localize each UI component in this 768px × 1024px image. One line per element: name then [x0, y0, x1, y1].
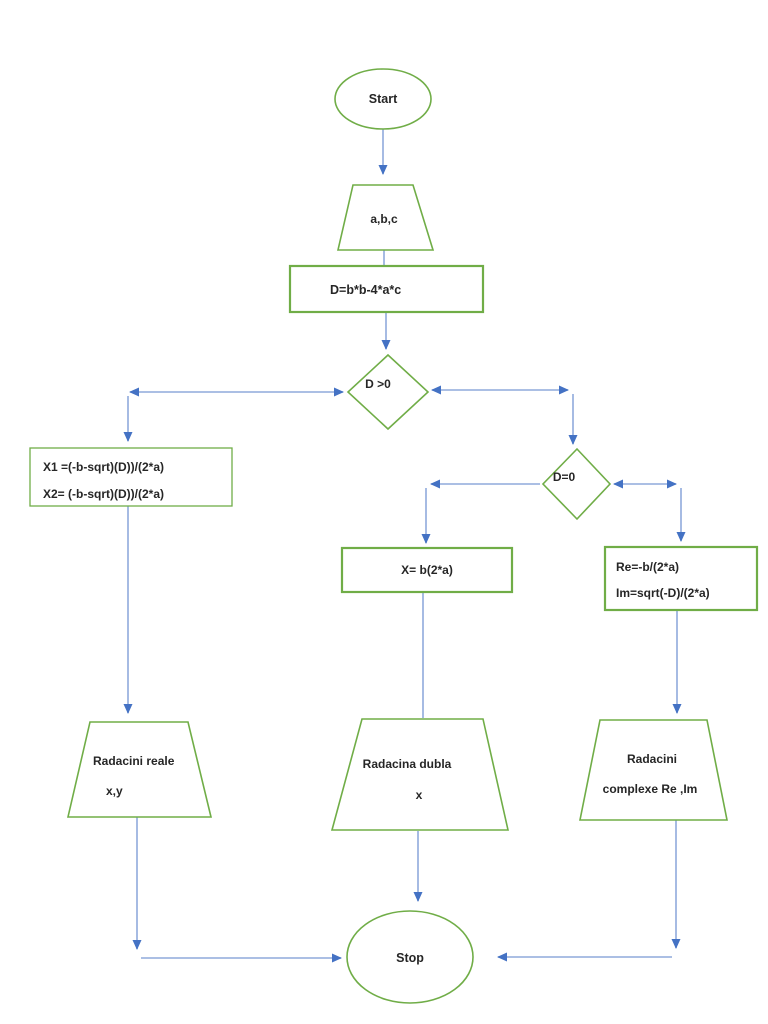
- nodes: Start a,b,c D=b*b-4*a*c D >0 X1 =(-b-sqr…: [29, 68, 759, 1004]
- out-double-line1: Radacina dubla: [363, 757, 452, 771]
- node-stop: Stop: [346, 910, 474, 1004]
- node-out-complex: Radacini complexe Re ,Im: [579, 719, 728, 821]
- out-complex-line1: Radacini: [627, 752, 677, 766]
- start-ellipse: [334, 68, 432, 130]
- stop-ellipse: [346, 910, 474, 1004]
- out-complex-trapezoid: [579, 719, 728, 821]
- re-im-line1: Re=-b/(2*a): [616, 560, 679, 574]
- x-double-rect: [340, 546, 514, 594]
- node-x1x2: X1 =(-b-sqrt)(D))/(2*a) X2= (-b-sqrt)(D)…: [29, 447, 233, 507]
- x-double-label: X= b(2*a): [401, 563, 453, 577]
- node-discriminant: D=b*b-4*a*c: [288, 264, 485, 314]
- decision-d-gt-0-label: D >0: [365, 377, 391, 391]
- node-decision-d-eq-0: D=0: [541, 447, 612, 521]
- out-real-trapezoid: [66, 721, 213, 818]
- node-re-im: Re=-b/(2*a) Im=sqrt(-D)/(2*a): [603, 545, 759, 612]
- out-double-trapezoid: [330, 718, 510, 831]
- x1x2-rect: [29, 447, 233, 507]
- x1x2-line1: X1 =(-b-sqrt)(D))/(2*a): [43, 460, 164, 474]
- node-decision-d-gt-0: D >0: [346, 353, 430, 431]
- decision-d-eq-0-diamond: [541, 447, 612, 521]
- node-start: Start: [334, 68, 432, 130]
- decision-d-gt-0-diamond: [346, 353, 430, 431]
- node-x-double: X= b(2*a): [340, 546, 514, 594]
- node-out-double: Radacina dubla x: [330, 718, 510, 831]
- out-complex-line2: complexe Re ,Im: [603, 782, 698, 796]
- input-abc-label: a,b,c: [370, 212, 398, 226]
- stop-label: Stop: [396, 951, 424, 965]
- start-label: Start: [369, 92, 398, 106]
- input-abc-trapezoid: [336, 184, 435, 251]
- re-im-rect: [603, 545, 759, 612]
- out-double-line2: x: [416, 788, 423, 802]
- x1x2-line2: X2= (-b-sqrt)(D))/(2*a): [43, 487, 164, 501]
- edges: [123, 129, 686, 963]
- node-input-abc: a,b,c: [336, 184, 435, 251]
- out-real-line1: Radacini reale: [93, 754, 175, 768]
- discriminant-label: D=b*b-4*a*c: [330, 283, 401, 297]
- re-im-line2: Im=sqrt(-D)/(2*a): [616, 586, 710, 600]
- node-out-real: Radacini reale x,y: [66, 721, 213, 818]
- discriminant-rect: [288, 264, 485, 314]
- decision-d-eq-0-label: D=0: [553, 470, 576, 484]
- out-real-line2: x,y: [106, 784, 123, 798]
